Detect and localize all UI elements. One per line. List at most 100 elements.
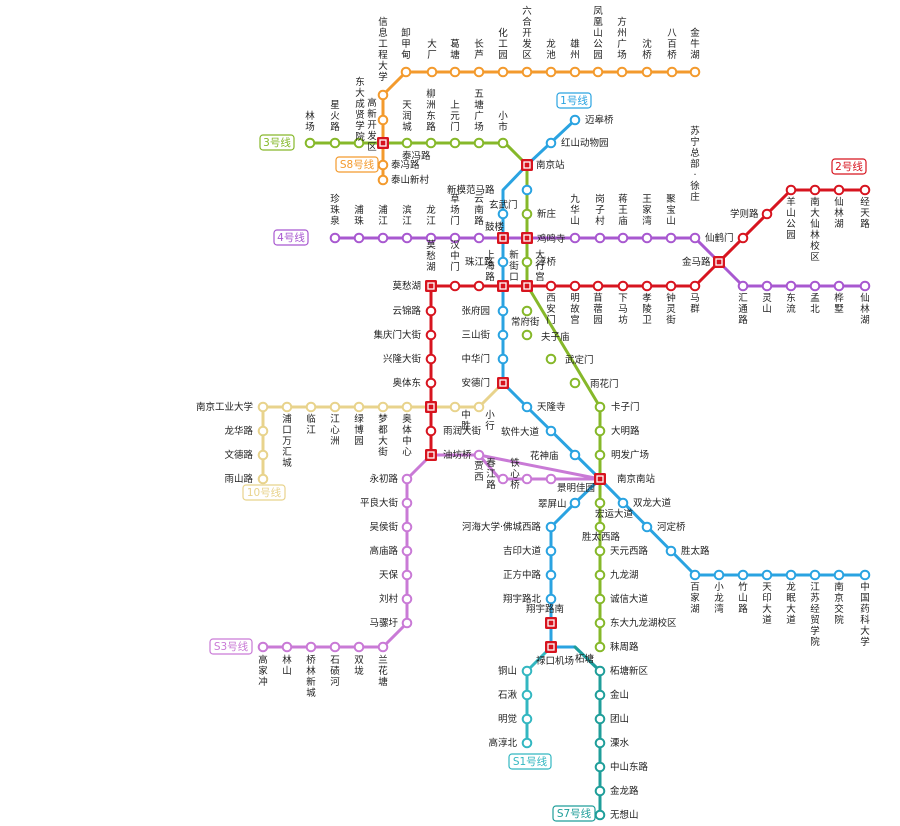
l4-station[interactable] bbox=[329, 232, 341, 244]
interchange-icon[interactable] bbox=[377, 137, 389, 149]
l1-station[interactable] bbox=[569, 449, 581, 461]
l1-station[interactable] bbox=[545, 545, 557, 557]
l2-station[interactable] bbox=[425, 377, 437, 389]
s3-station[interactable] bbox=[545, 473, 557, 485]
l1-station[interactable] bbox=[569, 114, 581, 126]
l3-station[interactable] bbox=[449, 137, 461, 149]
l4-station[interactable] bbox=[617, 232, 629, 244]
l1-station[interactable] bbox=[545, 521, 557, 533]
l1-station[interactable] bbox=[761, 569, 773, 581]
interchange-icon[interactable] bbox=[594, 473, 606, 485]
l1-station[interactable] bbox=[809, 569, 821, 581]
l3-station[interactable] bbox=[497, 137, 509, 149]
line-tag-s3[interactable]: S3号线 bbox=[209, 638, 253, 655]
l1-station[interactable] bbox=[641, 521, 653, 533]
l3-station[interactable] bbox=[594, 593, 606, 605]
l10-station[interactable] bbox=[257, 425, 269, 437]
l1-station[interactable] bbox=[497, 329, 509, 341]
l2-station[interactable] bbox=[737, 232, 749, 244]
s8-station[interactable] bbox=[473, 66, 485, 78]
l2-station[interactable] bbox=[833, 184, 845, 196]
l3-station[interactable] bbox=[594, 641, 606, 653]
l1-station[interactable] bbox=[497, 305, 509, 317]
s3-station[interactable] bbox=[401, 617, 413, 629]
l1-station[interactable] bbox=[617, 497, 629, 509]
s7-station[interactable] bbox=[594, 809, 606, 821]
l4-station[interactable] bbox=[665, 232, 677, 244]
s3-station[interactable] bbox=[401, 569, 413, 581]
l3-station[interactable] bbox=[401, 137, 413, 149]
l2-station[interactable] bbox=[689, 280, 701, 292]
s8-station[interactable] bbox=[449, 66, 461, 78]
l4-station[interactable] bbox=[401, 232, 413, 244]
l1-station[interactable] bbox=[713, 569, 725, 581]
s3-station[interactable] bbox=[281, 641, 293, 653]
l4-station[interactable] bbox=[377, 232, 389, 244]
l2-station[interactable] bbox=[473, 280, 485, 292]
l3-station[interactable] bbox=[545, 353, 557, 365]
l10-station[interactable] bbox=[353, 401, 365, 413]
l2-station[interactable] bbox=[592, 280, 604, 292]
s3-station[interactable] bbox=[329, 641, 341, 653]
l3-station[interactable] bbox=[594, 497, 606, 509]
l10-station[interactable] bbox=[281, 401, 293, 413]
interchange-icon[interactable] bbox=[545, 641, 557, 653]
line-tag-3[interactable]: 3号线 bbox=[259, 134, 295, 151]
l3-station[interactable] bbox=[594, 569, 606, 581]
s7-station[interactable] bbox=[594, 737, 606, 749]
s3-station[interactable] bbox=[401, 473, 413, 485]
l2-station[interactable] bbox=[425, 305, 437, 317]
s3-station[interactable] bbox=[473, 449, 485, 461]
l4-station[interactable] bbox=[761, 280, 773, 292]
s7-station[interactable] bbox=[594, 761, 606, 773]
s8-station[interactable] bbox=[666, 66, 678, 78]
l1-station[interactable] bbox=[569, 497, 581, 509]
line-tag-1[interactable]: 1号线 bbox=[556, 92, 592, 109]
s1-station[interactable] bbox=[521, 689, 533, 701]
line-tag-s1[interactable]: S1号线 bbox=[508, 753, 552, 770]
l1-station[interactable] bbox=[497, 208, 509, 220]
s8-station[interactable] bbox=[569, 66, 581, 78]
interchange-icon[interactable] bbox=[713, 256, 725, 268]
l10-station[interactable] bbox=[257, 473, 269, 485]
s8-station[interactable] bbox=[592, 66, 604, 78]
interchange-icon[interactable] bbox=[497, 377, 509, 389]
l2-station[interactable] bbox=[859, 184, 871, 196]
line-tag-10[interactable]: 10号线 bbox=[242, 484, 286, 501]
s8-station[interactable] bbox=[641, 66, 653, 78]
l4-station[interactable] bbox=[449, 232, 461, 244]
l1-station[interactable] bbox=[785, 569, 797, 581]
l2-station[interactable] bbox=[809, 184, 821, 196]
l3-station[interactable] bbox=[521, 208, 533, 220]
line-tag-2[interactable]: 2号线 bbox=[831, 158, 867, 175]
s8-station[interactable] bbox=[545, 66, 557, 78]
l3-station[interactable] bbox=[304, 137, 316, 149]
interchange-icon[interactable] bbox=[425, 401, 437, 413]
line-tag-s7[interactable]: S7号线 bbox=[552, 805, 596, 822]
l3-station[interactable] bbox=[425, 137, 437, 149]
s7-station[interactable] bbox=[594, 713, 606, 725]
l3-station[interactable] bbox=[473, 137, 485, 149]
l3-station[interactable] bbox=[594, 545, 606, 557]
l3-station[interactable] bbox=[594, 521, 606, 533]
l1-station[interactable] bbox=[497, 353, 509, 365]
s8-station[interactable] bbox=[377, 159, 389, 171]
l2-station[interactable] bbox=[785, 184, 797, 196]
l2-station[interactable] bbox=[641, 280, 653, 292]
l4-station[interactable] bbox=[859, 280, 871, 292]
l1-station[interactable] bbox=[545, 593, 557, 605]
l3-station[interactable] bbox=[353, 137, 365, 149]
l10-station[interactable] bbox=[257, 401, 269, 413]
l4-station[interactable] bbox=[641, 232, 653, 244]
interchange-icon[interactable] bbox=[497, 280, 509, 292]
line-tag-s8[interactable]: S8号线 bbox=[335, 156, 379, 173]
l4-station[interactable] bbox=[353, 232, 365, 244]
s3-station[interactable] bbox=[401, 521, 413, 533]
s8-station[interactable] bbox=[377, 174, 389, 186]
s1-station[interactable] bbox=[521, 737, 533, 749]
l4-station[interactable] bbox=[833, 280, 845, 292]
l4-station[interactable] bbox=[785, 280, 797, 292]
l3-station[interactable] bbox=[521, 305, 533, 317]
l4-station[interactable] bbox=[809, 280, 821, 292]
l3-station[interactable] bbox=[521, 256, 533, 268]
